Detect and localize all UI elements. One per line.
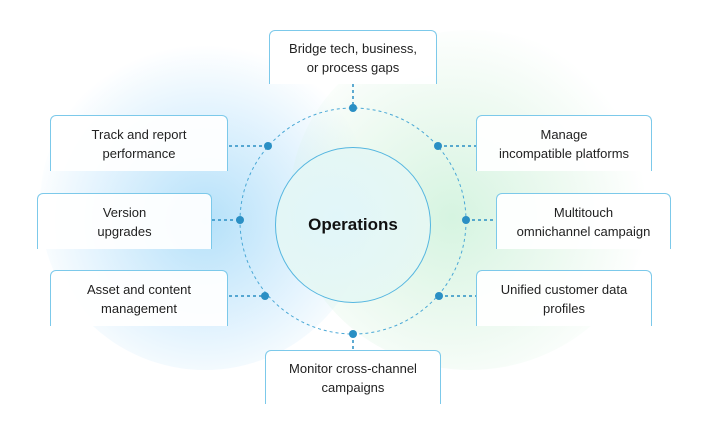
node-label: Asset and content management [86, 281, 192, 316]
dot-bridge [349, 104, 357, 112]
node-label: Monitor cross-channel campaigns [289, 360, 417, 395]
dot-monitor [349, 330, 357, 338]
node-label: Track and report performance [91, 126, 187, 161]
dot-multitouch [462, 216, 470, 224]
node-label: Version upgrades [97, 204, 152, 239]
dot-version [236, 216, 244, 224]
node-label: Manage incompatible platforms [498, 126, 630, 161]
center-node: Operations [275, 147, 431, 303]
node-version: Version upgrades [37, 193, 212, 249]
node-bridge: Bridge tech, business, or process gaps [269, 30, 437, 84]
dot-unified [435, 292, 443, 300]
dot-manage [434, 142, 442, 150]
node-monitor: Monitor cross-channel campaigns [265, 350, 441, 404]
dot-track [264, 142, 272, 150]
node-unified: Unified customer data profiles [476, 270, 652, 326]
node-manage: Manage incompatible platforms [476, 115, 652, 171]
node-label: Multitouch omnichannel campaign [516, 204, 651, 239]
node-multitouch: Multitouch omnichannel campaign [496, 193, 671, 249]
dot-asset [261, 292, 269, 300]
node-track: Track and report performance [50, 115, 228, 171]
node-label: Unified customer data profiles [500, 281, 628, 316]
center-label: Operations [308, 215, 398, 234]
node-asset: Asset and content management [50, 270, 228, 326]
node-label: Bridge tech, business, or process gaps [289, 40, 417, 75]
